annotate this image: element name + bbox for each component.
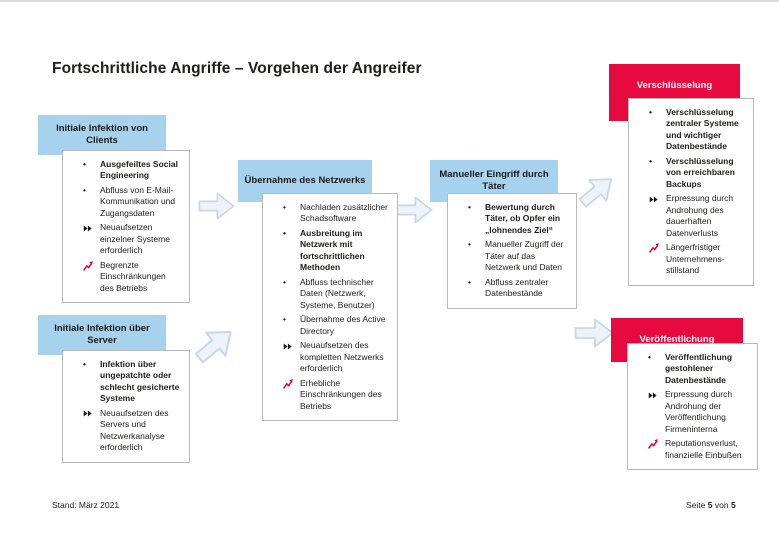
flow-arrow-right-icon xyxy=(396,193,433,227)
list-item-text: Verschlüsselung zentraler Systeme und wi… xyxy=(666,107,739,152)
bullet-icon: • xyxy=(648,352,651,362)
list-item: • Manueller Zugriff der Täter auf das Net… xyxy=(448,239,570,273)
lightning-icon xyxy=(283,378,300,412)
list-item-text: Ausbreitung im Netzwerk mit fortschrittl… xyxy=(300,227,365,273)
double-arrow-icon xyxy=(649,193,666,239)
bullet-icon: • xyxy=(83,159,86,169)
list-item-text: Veröffentlichung gestohlener Datenbestän… xyxy=(665,352,733,385)
bullet-icon: • xyxy=(468,202,471,212)
list-item: • Abfluss zentraler Datenbestände xyxy=(448,277,570,300)
list-item: • Abfluss von E-Mail-Kommunikation und Zu… xyxy=(63,185,183,219)
list-item-text: Abfluss von E-Mail-Kommunikation und Zug… xyxy=(100,184,176,218)
phase-header-initiale-infektion-clients: Initiale Infektion von Clients xyxy=(38,115,166,155)
bullet-icon: • xyxy=(283,314,286,325)
list-item-text: Neuaufsetzen einzelner Systeme erforderl… xyxy=(100,222,170,256)
double-arrow-icon xyxy=(648,389,665,435)
list-item: • Verschlüsselung zentraler Systeme und w… xyxy=(629,107,747,153)
double-arrow-icon xyxy=(83,222,100,256)
document-status-date: Stand: März 2021 xyxy=(52,500,120,510)
list-item: • Infektion über ungepatchte oder schlech… xyxy=(63,359,183,405)
list-item: • Nachladen zusätzlicher Schadsoftware xyxy=(263,202,391,225)
phase-detail-box-netzwerk: • Nachladen zusätzlicher Schadsoftware • Au… xyxy=(262,193,398,421)
phase-detail-box-server: • Infektion über ungepatchte oder schlech… xyxy=(62,350,190,463)
flow-arrow-right-icon xyxy=(198,189,235,223)
page-number: Seite 5 von 5 xyxy=(686,500,736,510)
page-number-total: 5 xyxy=(730,500,736,510)
list-item-text: Erpressung durch Androhung des dauerhaft… xyxy=(666,193,734,238)
list-item-text: Abfluss zentraler Datenbestände xyxy=(485,276,549,299)
list-item-text: Reputationsverlust, finanzielle Einbußen xyxy=(665,438,742,460)
list-item: Neuaufsetzen des kompletten Netzwerks er… xyxy=(263,340,391,374)
page-number-of: von xyxy=(714,500,729,510)
bullet-icon: • xyxy=(83,184,86,195)
list-item-text: Begrenzte Einschränkungen des Betriebs xyxy=(100,259,166,293)
phase-detail-box-eingriff: • Bewertung durch Täter, ob Opfer ein „lo… xyxy=(447,193,577,309)
list-item: Reputationsverlust, finanzielle Einbußen xyxy=(628,438,751,461)
page-number-label: Seite xyxy=(686,500,706,510)
list-item-text: Übernahme des Active Directory xyxy=(300,314,386,336)
double-arrow-icon xyxy=(83,408,100,454)
list-item-text: Neuaufsetzen des kompletten Netzwerks er… xyxy=(300,340,384,374)
lightning-icon xyxy=(83,260,100,294)
list-item-text: Nachladen zusätzlicher Schadsoftware xyxy=(300,202,388,224)
lightning-icon xyxy=(649,242,666,276)
list-item: Begrenzte Einschränkungen des Betriebs xyxy=(63,260,183,294)
list-item-text: Abfluss technischer Daten (Netzwerk, Sys… xyxy=(300,276,375,310)
list-item: • Ausbreitung im Netzwerk mit fortschritt… xyxy=(263,228,391,274)
list-item: Neuaufsetzen des Servers und Netzwerkana… xyxy=(63,408,183,454)
list-item-text: Verschlüsselung von erreichbaren Backups xyxy=(666,155,735,189)
list-item: Erpressung durch Androhung des dauerhaft… xyxy=(629,193,747,239)
bullet-icon: • xyxy=(83,359,86,369)
bullet-icon: • xyxy=(283,227,286,238)
bullet-icon: • xyxy=(649,107,652,117)
list-item-text: Manueller Zugriff der Täter auf das Netz… xyxy=(485,239,564,273)
phase-detail-box-clients: • Ausgefeiltes Social Engineering • Abfluss… xyxy=(62,150,190,304)
bullet-icon: • xyxy=(283,202,286,212)
bullet-icon: • xyxy=(468,239,471,250)
list-item: • Abfluss technischer Daten (Netzwerk, Sy… xyxy=(263,277,391,311)
list-item-text: Erhebliche Einschränkungen des Betriebs xyxy=(300,377,382,411)
list-item: • Verschlüsselung von erreichbaren Backup… xyxy=(629,156,747,190)
lightning-icon xyxy=(648,438,665,461)
list-item: Erhebliche Einschränkungen des Betriebs xyxy=(263,378,391,412)
list-item: Neuaufsetzen einzelner Systeme erforderl… xyxy=(63,222,183,256)
flow-arrow-up-right-icon xyxy=(185,315,246,375)
list-item: Erpressung durch Androhung der Veröffent… xyxy=(628,389,751,435)
page-top-edge xyxy=(0,0,779,2)
list-item-text: Längerfristiger Unternehmens- stillstand xyxy=(666,242,725,276)
list-item: • Übernahme des Active Directory xyxy=(263,314,391,337)
page-title: Fortschrittliche Angriffe – Vorgehen der… xyxy=(52,60,422,77)
phase-detail-box-verschluesselung: • Verschlüsselung zentraler Systeme und w… xyxy=(628,98,754,286)
phase-detail-box-veroeffentlichung: • Veröffentlichung gestohlener Datenbestä… xyxy=(627,343,758,471)
bullet-icon: • xyxy=(468,276,471,287)
phase-header-initiale-infektion-server: Initiale Infektion über Server xyxy=(38,315,166,355)
list-item-text: Ausgefeiltes Social Engineering xyxy=(100,159,178,181)
page-number-current: 5 xyxy=(707,500,713,510)
bullet-icon: • xyxy=(649,155,652,166)
bullet-icon: • xyxy=(283,276,286,287)
list-item-text: Erpressung durch Androhung der Veröffent… xyxy=(665,389,733,434)
list-item-text: Infektion über ungepatchte oder schlecht… xyxy=(100,359,180,404)
flow-arrow-up-right-icon xyxy=(569,164,624,219)
list-item: • Veröffentlichung gestohlener Datenbestä… xyxy=(628,352,751,386)
list-item-text: Bewertung durch Täter, ob Opfer ein „loh… xyxy=(485,202,561,235)
list-item: Längerfristiger Unternehmens- stillstand xyxy=(629,242,747,276)
list-item: • Bewertung durch Täter, ob Opfer ein „lo… xyxy=(448,202,570,236)
list-item-text: Neuaufsetzen des Servers und Netzwerkana… xyxy=(100,407,169,453)
list-item: • Ausgefeiltes Social Engineering xyxy=(63,159,183,182)
double-arrow-icon xyxy=(283,340,300,374)
flow-arrow-right-icon xyxy=(574,315,614,351)
